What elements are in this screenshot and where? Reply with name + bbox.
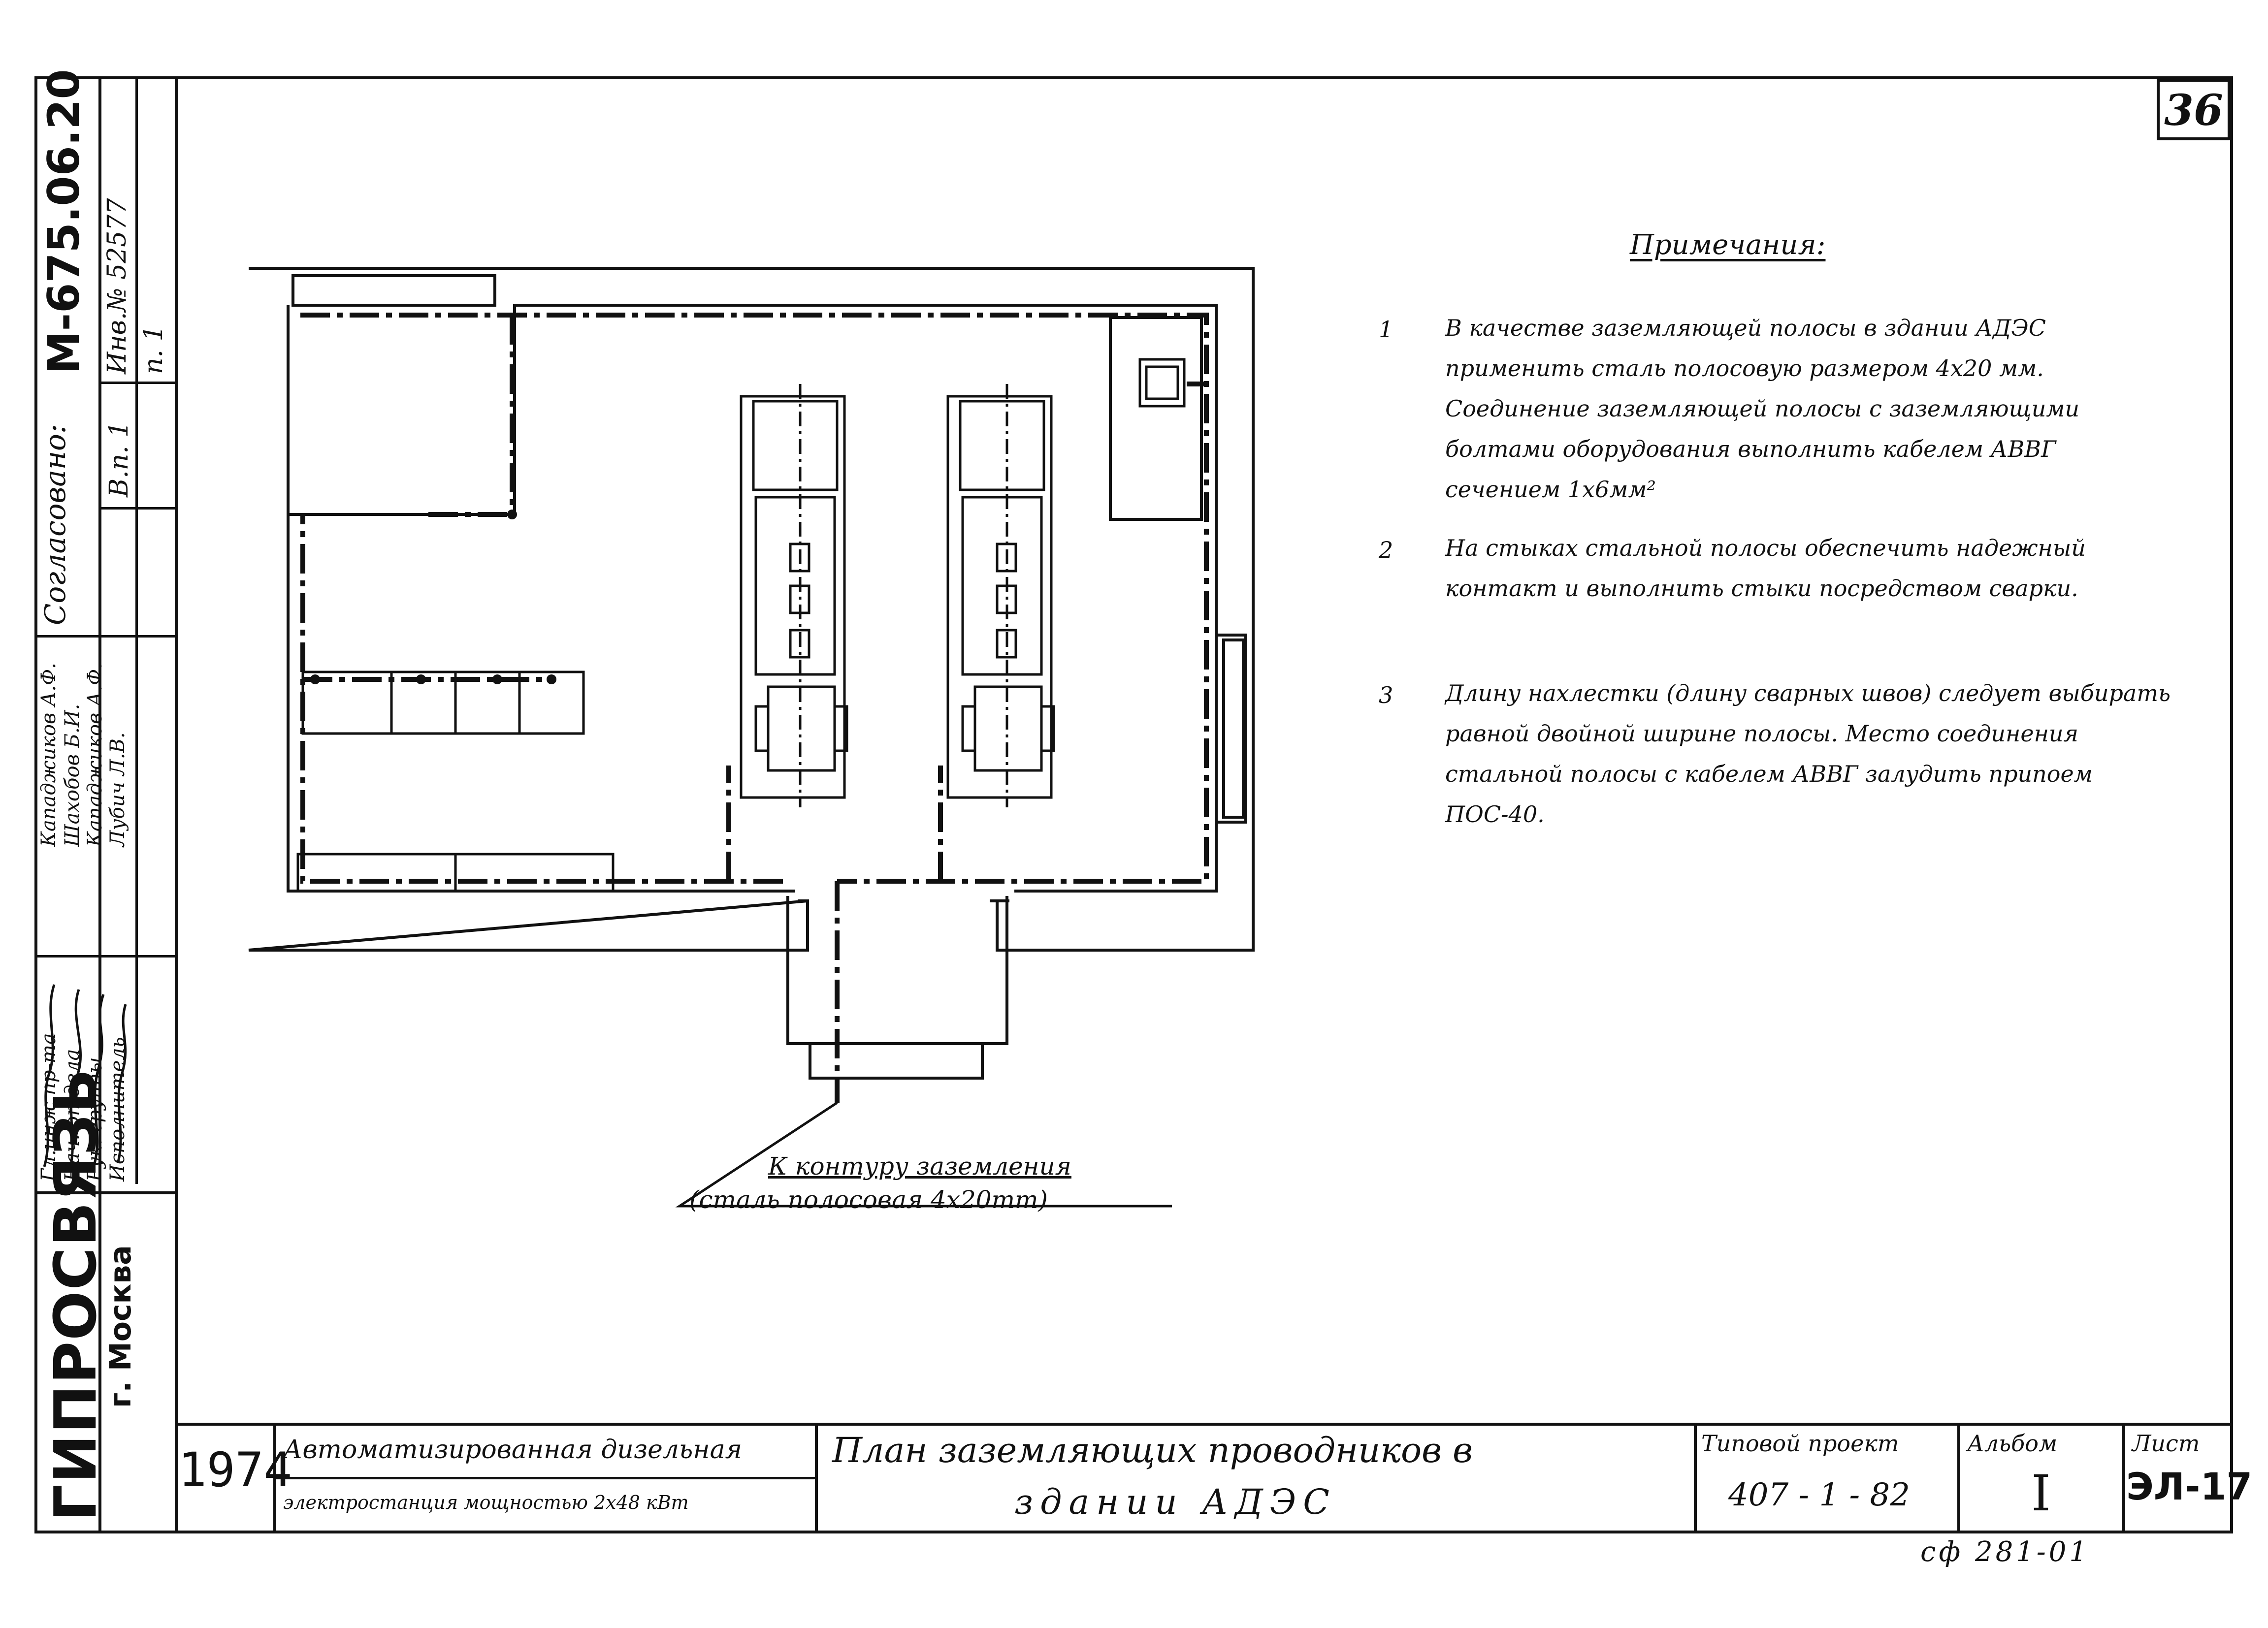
note-text: Длину нахлестки (длину сварных швов) сле… [1445, 680, 2171, 828]
project-number: 407 - 1 - 82 [1728, 1477, 1910, 1513]
panel-row-cell [518, 670, 585, 735]
sheet-label: Лист [2132, 1430, 2200, 1457]
side-vent [1215, 634, 1247, 824]
left-stamp-hline [98, 507, 177, 510]
left-stamp-hline [34, 955, 177, 958]
generator-unit-2 [946, 384, 1055, 807]
page-number: 36 [2164, 86, 2223, 135]
sheet-number: ЭЛ-17 [2126, 1465, 2253, 1508]
control-room [1109, 316, 1203, 521]
note-text: На стыках стальной полосы обеспечить над… [1445, 535, 2086, 602]
notes-title: Примечания: [1630, 229, 1826, 261]
left-stamp-divider [135, 76, 138, 1184]
generator-unit-1 [740, 384, 848, 807]
drawing-title-line2: здании АДЭС [1014, 1482, 1336, 1522]
note-number: 3 [1379, 682, 1393, 708]
grounding-strip [300, 313, 1209, 1103]
tb-divider [1957, 1423, 1960, 1533]
page-number-box: 36 [2157, 79, 2231, 140]
left-stamp-hline [34, 1191, 177, 1194]
left-stamp-hline [98, 382, 177, 384]
tb-divider [1694, 1423, 1697, 1533]
left-stamp-column [34, 76, 177, 1533]
drawing-title-line1: План заземляющих проводников в [832, 1430, 1473, 1470]
tb-divider [2122, 1423, 2125, 1533]
leader-line [675, 1101, 1172, 1208]
left-stamp-hline [34, 635, 177, 638]
drawing-label-line2: (сталь полосовая 4х20mm) [689, 1185, 1048, 1214]
note-text: В качестве заземляющей полосы в здании А… [1445, 315, 2080, 503]
year: 1974 [178, 1442, 292, 1498]
note-number: 1 [1379, 316, 1393, 343]
switch-cabinet [1138, 358, 1186, 408]
album-number: I [2031, 1465, 2051, 1522]
battery-rack [296, 853, 457, 893]
title-block [175, 1423, 2233, 1533]
entrance-vestibule [786, 896, 1008, 1080]
building-outline [248, 267, 1255, 952]
side-vent-inner [1222, 638, 1245, 819]
tb-divider [815, 1423, 818, 1533]
drawing-label-line1: К контуру заземления [768, 1152, 1071, 1181]
building-inner-wall [287, 304, 1218, 893]
object-name-line1: Автоматизированная дизельная [283, 1435, 743, 1465]
louver-box [292, 274, 496, 307]
object-name-line2: электростанция мощностью 2х48 кВт [283, 1492, 689, 1513]
battery-rack [454, 853, 615, 893]
left-stamp-divider [98, 76, 101, 1533]
bottom-code: сф 281-01 [1920, 1536, 2090, 1568]
project-label: Типовой проект [1701, 1430, 1899, 1457]
tb-hline [273, 1477, 815, 1479]
signature-marks [43, 984, 127, 1172]
album-label: Альбом [1967, 1430, 2058, 1457]
note-number: 2 [1379, 537, 1393, 563]
